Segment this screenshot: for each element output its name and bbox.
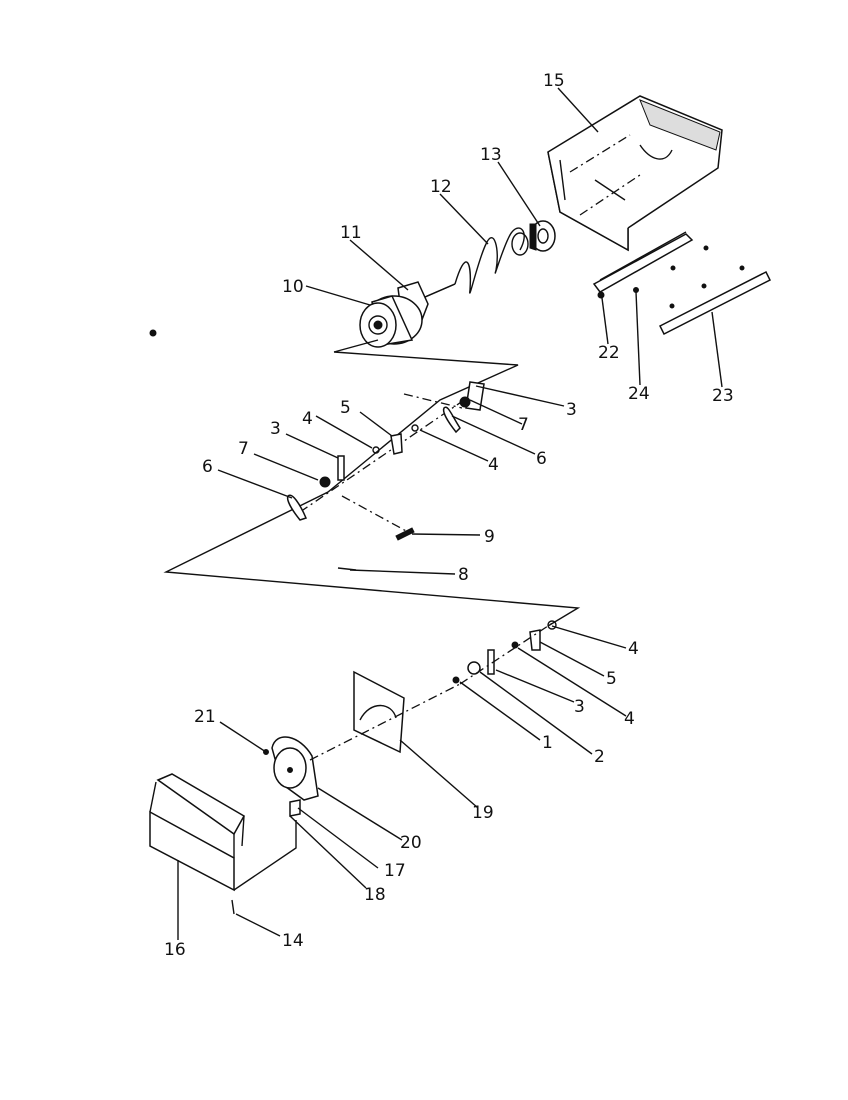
callout-6-upper: 6 [536,449,547,469]
rail-part-22 [592,231,709,299]
leader-lines [177,87,723,940]
assembly-outline-upper [163,339,581,627]
nut-part-7-left [319,476,331,488]
screw-part-24 [633,287,639,293]
auger-spring-part-12 [424,227,529,298]
callout-4-lower: 4 [624,709,635,729]
switch-parts-17-18 [289,799,301,817]
link-part-5-upper [390,433,403,455]
callout-11: 11 [340,223,362,243]
link-part-5-lower [529,629,541,651]
clip-part-6-left [286,494,308,521]
callout-8: 8 [458,565,469,585]
callout-7-left: 7 [238,439,249,459]
assembly-outline-lower [309,621,555,761]
callout-4-left: 4 [302,409,313,429]
callout-7-upper: 7 [518,415,529,435]
bracket-part-3-left [337,455,345,481]
callout-6-left: 6 [202,457,213,477]
washer-part-4-left [372,446,380,454]
nut-part-7-upper [459,396,471,408]
callout-4-lower-top: 4 [628,639,639,659]
callout-19: 19 [472,803,494,823]
callout-18: 18 [364,885,386,905]
flange-part-13 [529,220,556,252]
callout-1: 1 [542,733,553,753]
callout-3-lower: 3 [574,697,585,717]
housing-part-20 [271,736,319,801]
callout-22: 22 [598,343,620,363]
drum-part-10 [359,295,423,348]
front-cover-part-16 [149,773,297,892]
callout-23: 23 [712,386,734,406]
screw-part-14 [231,899,235,915]
callout-15: 15 [543,71,565,91]
callout-5-upper: 5 [340,398,351,418]
callout-5-lower: 5 [606,669,617,689]
callout-21: 21 [194,707,216,727]
callout-12: 12 [430,177,452,197]
pin-part-1 [452,676,460,684]
callout-20: 20 [400,833,422,853]
callout-14: 14 [282,931,304,951]
callout-labels: 15 13 12 11 10 22 24 23 3 7 5 4 6 3 7 4 … [164,71,734,960]
ice-bin-part-15 [547,95,723,252]
callout-10: 10 [282,277,304,297]
callout-16: 16 [164,940,186,960]
rail-part-23 [658,265,772,336]
callout-3-upper: 3 [566,400,577,420]
washer-part-4-lower-top [547,620,557,630]
ring-part-2 [467,661,481,675]
callout-9: 9 [484,527,495,547]
callout-24: 24 [628,384,650,404]
callout-2: 2 [594,747,605,767]
clip-part-6-upper [442,406,461,434]
callout-13: 13 [480,145,502,165]
washer-part-4-mid [411,424,419,432]
spring-part-9 [395,527,415,541]
callout-3-left: 3 [270,419,281,439]
cover-plate-part-19 [353,670,405,754]
callout-4-mid: 4 [488,455,499,475]
stray-dot [149,329,157,337]
callout-17: 17 [384,861,406,881]
washer-part-4-lower-mid [511,641,519,649]
